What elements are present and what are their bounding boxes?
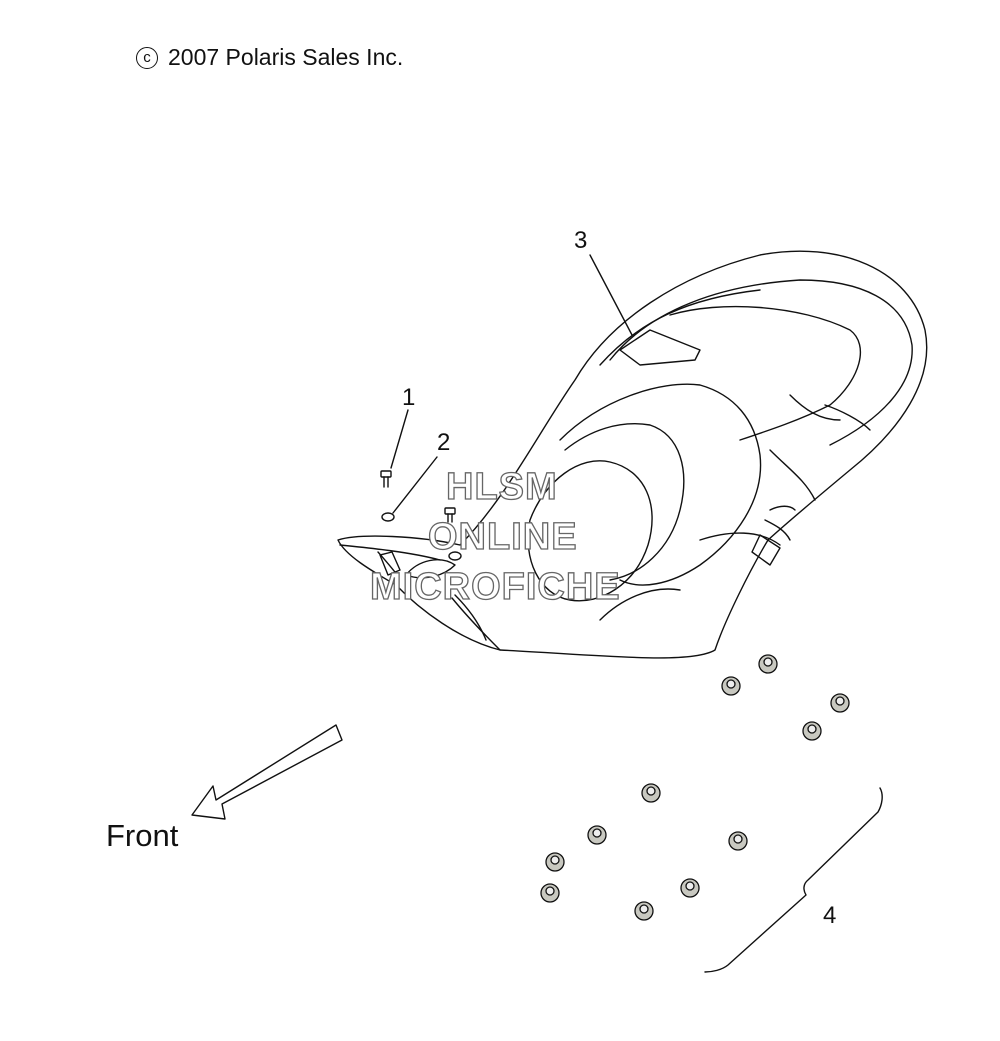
seat-part (337, 250, 928, 659)
front-arrow (191, 724, 343, 820)
watermark-line-1: HLSM (445, 465, 558, 508)
nut (641, 783, 661, 803)
screw-part (380, 470, 392, 488)
copyright-text: 2007 Polaris Sales Inc. (168, 44, 404, 70)
nut (802, 721, 822, 741)
nut (758, 654, 778, 674)
washer-part (381, 512, 395, 522)
nut (680, 878, 700, 898)
nut (545, 852, 565, 872)
copyright-notice: c 2007 Polaris Sales Inc. (136, 44, 403, 71)
copyright-symbol: c (136, 46, 158, 69)
nut (830, 693, 850, 713)
callout-4: 4 (823, 902, 837, 929)
nut (634, 901, 654, 921)
watermark-line-3: MICROFICHE (369, 565, 621, 608)
leader-line-3 (589, 254, 633, 336)
watermark-line-2: ONLINE (427, 515, 578, 558)
nut (721, 676, 741, 696)
nut (540, 883, 560, 903)
bracket-part-4 (704, 787, 883, 973)
callout-2: 2 (437, 429, 451, 456)
leader-line-2 (392, 456, 438, 514)
nuts-group (540, 654, 850, 921)
nut (587, 825, 607, 845)
nut (728, 831, 748, 851)
callout-3: 3 (574, 227, 588, 254)
leader-line-1 (390, 409, 409, 469)
screw-part (444, 507, 456, 523)
front-label: Front (106, 818, 179, 853)
callout-1: 1 (402, 384, 416, 411)
washer-part (448, 551, 462, 561)
